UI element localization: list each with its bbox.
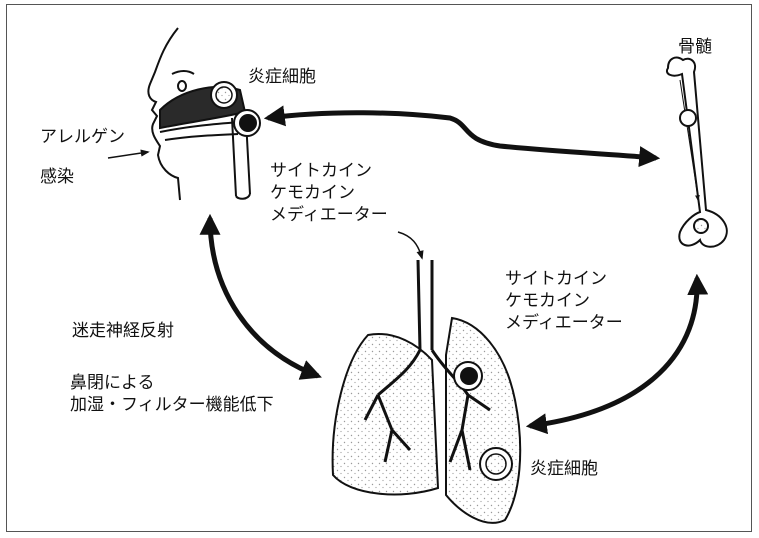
mediator-line: サイトカイン [505, 268, 623, 290]
mediator-to-airway-arrow [398, 232, 422, 258]
infection-label: 感染 [40, 166, 74, 188]
nasal-obstruction-line: 加湿・フィルター機能低下 [70, 394, 274, 416]
vagal-reflex-label: 迷走神経反射 [72, 320, 174, 342]
mediator-line: メディエーター [505, 312, 623, 334]
inflammatory-cells-label-bottom: 炎症細胞 [530, 458, 598, 480]
nasal-obstruction-line: 鼻閉による [70, 372, 274, 394]
mediator-line: メディエーター [270, 204, 388, 226]
lungs-icon [333, 260, 521, 523]
nasal-obstruction-label: 鼻閉による 加湿・フィルター機能低下 [70, 372, 274, 416]
mediator-line: ケモカイン [505, 290, 623, 312]
head-profile-icon [148, 28, 250, 200]
bone-marrow-label: 骨髄 [678, 36, 712, 58]
mediator-line: サイトカイン [270, 160, 388, 182]
bone-marrow-bone-icon [667, 58, 727, 247]
mediator-line: ケモカイン [270, 182, 388, 204]
allergen-label: アレルゲン [40, 126, 125, 148]
nose-bone-marrow-arrow [268, 113, 656, 158]
mediators-label-right: サイトカイン ケモカイン メディエーター [505, 268, 623, 334]
allergen-arrow [108, 152, 148, 158]
mediators-label-top: サイトカイン ケモカイン メディエーター [270, 160, 388, 226]
nose-lungs-arrow [210, 218, 318, 376]
inflammatory-cells-label-top: 炎症細胞 [248, 66, 316, 88]
